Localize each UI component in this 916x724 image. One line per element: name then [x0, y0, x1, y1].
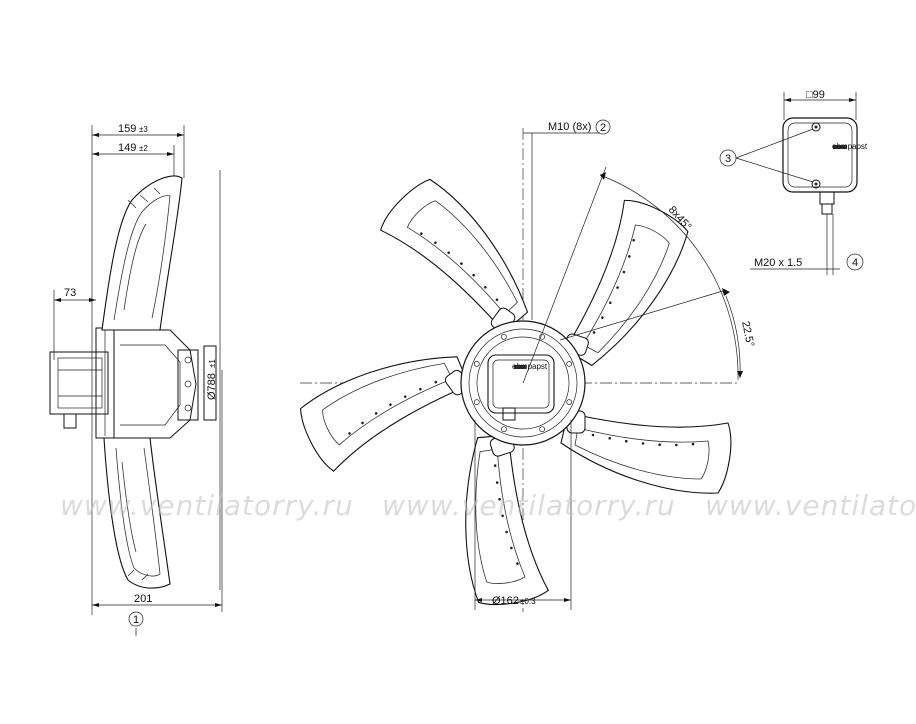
dim-bolt-spec: M10 (8x) — [548, 121, 591, 133]
screw-bottom — [811, 179, 821, 189]
dim-diameter-fan-tol: ±1 — [208, 359, 217, 368]
dim-diameter-hub-tol: ±0.3 — [520, 597, 536, 606]
watermark-1: www.ventilatorry.ru — [60, 489, 354, 522]
watermark-2: www.ventilatorry.ru — [382, 489, 676, 522]
hub-bolt — [539, 426, 545, 433]
dim-motor-protrusion: 73 — [64, 287, 76, 299]
hub-bolt — [473, 399, 480, 405]
callout-4: 4 — [852, 257, 858, 269]
hub-box-label: ebmpapst — [512, 362, 548, 371]
hub-bolt — [539, 333, 545, 340]
hub-terminal-box — [487, 354, 555, 414]
callout-1-circle — [128, 611, 144, 627]
callout-1: 1 — [133, 614, 139, 626]
fan-blade — [564, 199, 689, 367]
blade-group — [300, 178, 732, 605]
dim-width-blade: 149 — [118, 142, 136, 154]
hub-bolt — [501, 333, 507, 340]
callout-3: 3 — [725, 153, 731, 165]
callout-2: 2 — [600, 122, 606, 134]
hub-ring — [468, 328, 578, 438]
bolt-pattern — [473, 333, 573, 433]
hub-bolt — [501, 426, 507, 433]
dim-depth-total: 201 — [134, 593, 152, 605]
dim-diameter-hub: Ø162 — [492, 595, 519, 607]
hub-bolt — [566, 399, 573, 405]
terminal-box-view — [719, 92, 864, 275]
watermark-3: www.ventilatorry.ru — [705, 489, 916, 522]
dim-cable-gland: M20 x 1.5 — [754, 257, 802, 269]
fan-blade — [560, 410, 732, 494]
dim-angle-offset: 22.5° — [739, 320, 756, 348]
dim-width-overall-tol: ±3 — [139, 125, 148, 134]
screw-top — [811, 122, 821, 132]
dim-width-blade-tol: ±2 — [139, 144, 148, 153]
terminal-box — [782, 117, 858, 193]
front-view — [300, 128, 743, 612]
dim-box-size: □99 — [806, 89, 825, 101]
hub-bolt — [473, 361, 480, 367]
dim-diameter-fan: Ø788 — [206, 373, 218, 400]
fan-blade — [300, 356, 470, 472]
terminal-box-label: ebmpapst — [832, 142, 868, 151]
dim-width-overall: 159 — [118, 123, 136, 135]
fan-blade — [380, 178, 529, 334]
hub-bolt — [566, 361, 573, 367]
side-view — [49, 125, 223, 636]
